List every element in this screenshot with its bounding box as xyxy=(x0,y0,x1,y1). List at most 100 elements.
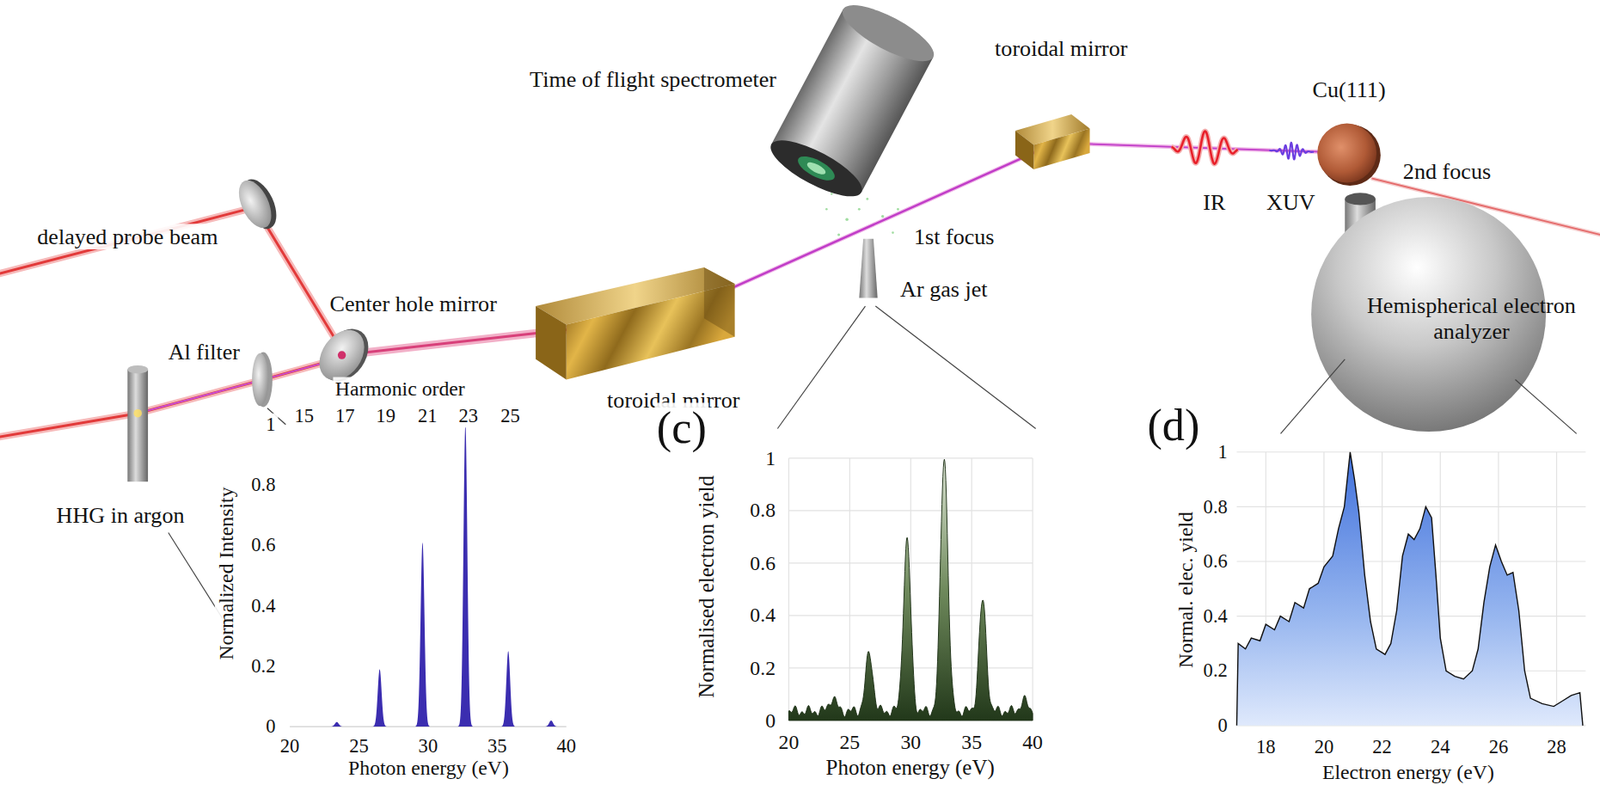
photoelectron-chart-line xyxy=(788,562,1033,564)
part-label: Time of flight spectrometer xyxy=(527,67,779,93)
chart-text: 17 xyxy=(333,404,357,428)
electron-cloud-dots-circle xyxy=(858,208,861,211)
chart-text: 0.4 xyxy=(747,603,778,627)
leader-lines-line xyxy=(875,306,1036,429)
tof-spectrometer xyxy=(763,0,941,207)
leader-lines-line xyxy=(1514,380,1576,435)
chart-text: 40 xyxy=(554,735,578,758)
chart-text: 26 xyxy=(1486,735,1510,759)
chart-text: 18 xyxy=(1254,735,1278,759)
chart-text: 28 xyxy=(1544,735,1569,759)
electron-cloud-dots-circle xyxy=(837,232,840,236)
chart-text: 40 xyxy=(1020,729,1045,754)
surface-spectrum-chart xyxy=(1236,443,1586,726)
part-label: Center hole mirror xyxy=(327,291,499,318)
part-label: IR xyxy=(1201,189,1228,215)
chart-text: Electron energy (eV) xyxy=(1320,760,1497,785)
toroidal-mirror-right xyxy=(1015,114,1091,170)
tof-spectrometer-ellipse xyxy=(763,129,870,207)
electron-cloud-dots-circle xyxy=(891,231,895,234)
gas-jet-needle-polygon xyxy=(858,239,877,299)
leader-lines-line xyxy=(1281,359,1346,435)
chart-text: 0 xyxy=(1215,714,1230,737)
chart-text: (d) xyxy=(1145,400,1202,453)
part-label: Cu(111) xyxy=(1310,76,1388,103)
chart-text: 0.2 xyxy=(249,655,278,678)
electron-cloud-dots-circle xyxy=(845,217,849,221)
electron-cloud-dots-circle xyxy=(896,208,900,211)
al-filter xyxy=(251,351,273,407)
photoelectron-chart-line xyxy=(788,457,1033,459)
spectra-charts xyxy=(289,424,1586,727)
hhg-gas-cell-rect xyxy=(127,369,148,483)
chart-text: 0.2 xyxy=(747,655,778,680)
toroidal-mirror-left-polygon xyxy=(704,267,736,338)
pulse-waves xyxy=(1171,130,1315,164)
chart-text: 0.6 xyxy=(747,551,778,575)
beam-glow-paths-polyline xyxy=(714,142,1057,296)
chart-text: 0.8 xyxy=(1201,495,1230,518)
cu-sample xyxy=(1317,123,1381,186)
leader-lines-line xyxy=(777,306,865,429)
hhg-spectrum-chart-path xyxy=(289,424,567,727)
chart-text: 1 xyxy=(763,446,779,470)
pulse-waves-path xyxy=(1171,130,1239,164)
al-filter-ellipse xyxy=(251,353,269,407)
hhg-gas-cell xyxy=(127,365,148,482)
pulse-waves-path xyxy=(1268,142,1314,160)
electron-cloud-dots-circle xyxy=(830,192,833,195)
chart-text: 1 xyxy=(1215,441,1230,464)
chart-text: 15 xyxy=(292,404,316,428)
probe-mirror-ellipse xyxy=(232,175,278,233)
part-label: Hemispherical electron analyzer xyxy=(1349,292,1593,344)
part-label: Al filter xyxy=(165,338,242,365)
chart-text: 0.4 xyxy=(249,594,278,618)
toroidal-mirror-right-polygon xyxy=(1015,130,1034,170)
beam-glow-paths-polyline xyxy=(0,207,339,345)
tof-spectrometer-ellipse xyxy=(805,159,828,178)
chart-text: (c) xyxy=(654,402,709,454)
chart-text: 20 xyxy=(776,729,801,754)
beam-glow-paths-polyline xyxy=(0,359,338,437)
chart-text: 30 xyxy=(898,729,923,754)
part-label: 1st focus xyxy=(912,223,997,250)
surface-spectrum-chart-line xyxy=(1236,451,1586,453)
tof-spectrometer-ellipse xyxy=(835,0,942,72)
chart-text: 0 xyxy=(263,715,278,738)
part-label: HHG in argon xyxy=(54,502,187,528)
chart-text: 0 xyxy=(763,708,779,732)
beam-glow-paths xyxy=(0,142,1600,437)
gas-jet-needle xyxy=(858,239,877,299)
part-label: delayed probe beam xyxy=(35,223,221,250)
photoelectron-chart-line xyxy=(788,509,1033,511)
chart-text: 0.2 xyxy=(1201,659,1230,682)
photoelectron-chart-rect xyxy=(788,458,1033,721)
chart-text: 20 xyxy=(1311,735,1336,759)
photoelectron-chart-line xyxy=(849,458,851,721)
electron-cloud-dots-circle xyxy=(825,208,828,211)
electron-cloud-dots-circle xyxy=(881,214,884,218)
photoelectron-chart-line xyxy=(971,458,973,721)
pulse-waves-path xyxy=(1171,130,1239,164)
chart-text: 0.6 xyxy=(249,533,278,557)
chart-text: Photon energy (eV) xyxy=(346,756,512,780)
chart-text: 35 xyxy=(959,729,984,754)
photoelectron-chart-line xyxy=(1032,458,1034,721)
part-label: Ar gas jet xyxy=(898,275,990,302)
part-label: XUV xyxy=(1264,189,1318,215)
chart-text: 21 xyxy=(416,404,440,428)
photoelectron-chart-line xyxy=(788,458,790,721)
hhg-gas-cell-ellipse xyxy=(127,365,148,374)
center-hole-mirror-circle xyxy=(337,350,346,359)
chart-text: 0.6 xyxy=(1201,550,1230,573)
chart-text: 23 xyxy=(456,404,480,428)
beam-glow-paths-polyline xyxy=(0,207,339,345)
cu-sample-circle xyxy=(1317,123,1377,184)
surface-spectrum-chart-path xyxy=(1236,452,1583,726)
analyzer-sphere-ellipse xyxy=(1344,192,1376,205)
chart-text: Harmonic order xyxy=(332,377,467,401)
chart-text: Photon energy (eV) xyxy=(823,754,997,780)
beam-glow-paths-polyline xyxy=(0,359,338,437)
chart-text: Normalised electron yield xyxy=(693,473,719,701)
